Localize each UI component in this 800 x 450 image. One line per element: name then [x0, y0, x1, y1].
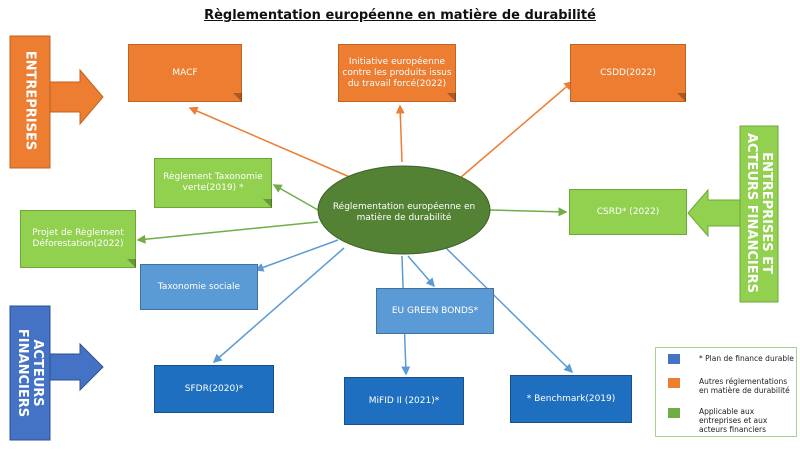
acteurs-arrow [49, 342, 104, 392]
legend-plan: * Plan de finance durable [699, 354, 794, 363]
center-label: Réglementation européenne en matière de … [332, 202, 476, 223]
node-benchmark: * Benchmark(2019) [510, 375, 632, 423]
entreprises-label: ENTREPRISES [23, 34, 38, 168]
acteurs-label: ACTEURS FINANCIERS [15, 305, 45, 441]
link-deforestation [136, 221, 319, 244]
entreprises-acteurs-line2: ACTEURS FINANCIERS [744, 133, 759, 293]
entreprises-acteurs-line1: ENTREPRISES ET [759, 152, 774, 274]
legend-swatch-green [668, 408, 680, 418]
legend-applicable: Applicable aux entreprises et aux acteur… [699, 407, 768, 434]
link-benchmark [445, 247, 574, 374]
node-taxonomie-verte: Règlement Taxonomie verte(2019) * [154, 158, 272, 208]
entreprises-arrow [49, 68, 104, 126]
link-eu-green-bonds [407, 255, 435, 288]
entreprises-panel [9, 35, 51, 169]
node-deforestation: Projet de Règlement Déforestation(2022) [20, 210, 136, 268]
entreprises-acteurs-arrow [687, 188, 741, 238]
legend-swatch-blue [668, 354, 680, 364]
center-ellipse [317, 165, 491, 255]
node-csdd: CSDD(2022) [570, 44, 686, 102]
acteurs-line2: FINANCIERS [15, 328, 30, 418]
node-macf: MACF [128, 44, 242, 102]
node-mifid: MiFID II (2021)* [344, 377, 464, 425]
entreprises-acteurs-label: ENTREPRISES ET ACTEURS FINANCIERS [744, 125, 774, 301]
link-travail-force [395, 104, 405, 163]
legend-swatch-orange [668, 378, 680, 388]
node-csrd: CSRD* (2022) [569, 189, 687, 235]
link-taxonomie-verte [272, 184, 319, 211]
node-travail-force: Initiative européenne contre les produit… [338, 44, 456, 102]
legend: * Plan de finance durable Autres régleme… [655, 347, 797, 437]
link-macf [188, 106, 353, 179]
link-sfdr [212, 247, 345, 363]
node-taxonomie-sociale: Taxonomie sociale [140, 264, 258, 310]
page-title: Règlementation européenne en matière de … [204, 8, 596, 23]
node-eu-green-bonds: EU GREEN BONDS* [376, 288, 494, 334]
link-csrd [489, 207, 568, 217]
legend-autres: Autres réglementations en matière de dur… [699, 377, 790, 395]
entreprises-text: ENTREPRISES [22, 50, 38, 151]
link-csdd [459, 81, 574, 179]
acteurs-line1: ACTEURS [30, 339, 45, 407]
link-taxonomie-sociale [254, 239, 339, 272]
node-sfdr: SFDR(2020)* [154, 365, 274, 413]
